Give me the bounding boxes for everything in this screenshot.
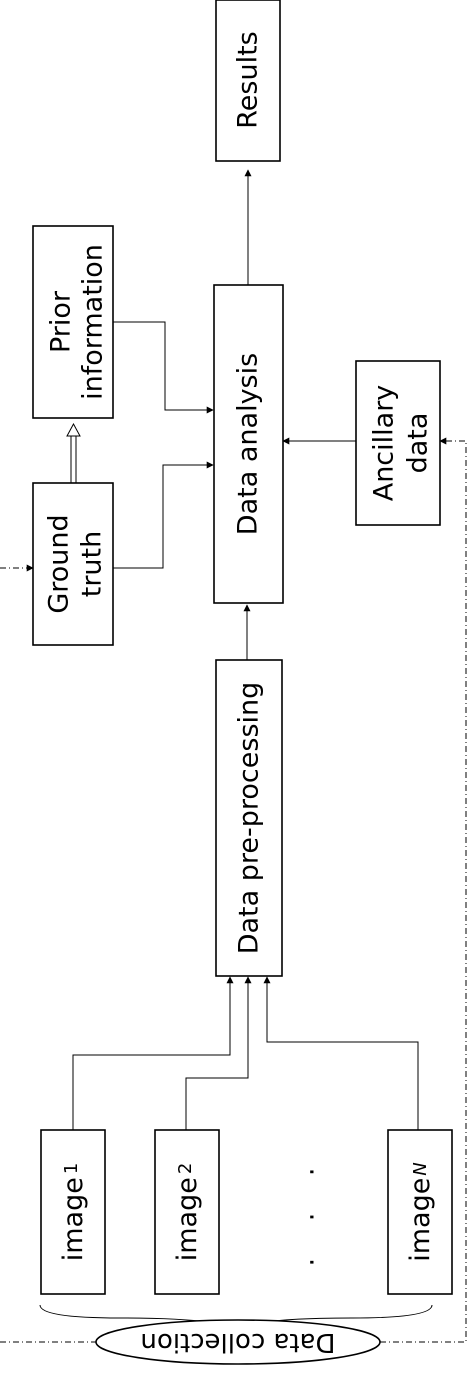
edge-imageN-to-preprocessing bbox=[263, 976, 419, 1130]
edge-prior-to-analysis bbox=[113, 321, 214, 414]
results-label: Results bbox=[233, 31, 264, 129]
imageN-node bbox=[387, 1129, 453, 1295]
prior-information-label-line1: Prior bbox=[46, 290, 77, 353]
ancillary-data-label-line1: Ancillary bbox=[369, 385, 400, 502]
prior-information-node bbox=[32, 225, 114, 419]
data-analysis-label: Data analysis bbox=[233, 353, 264, 535]
image2-node bbox=[154, 1129, 220, 1295]
data-preprocessing-node bbox=[215, 659, 283, 977]
image1-node bbox=[40, 1129, 106, 1295]
edge-image2-to-preprocessing bbox=[185, 976, 252, 1130]
data-collection-label: Data collection bbox=[140, 1327, 335, 1357]
prior-information-label-line2: information bbox=[78, 244, 109, 400]
feedback-line-to-ancillary bbox=[380, 437, 467, 1343]
edge-image1-to-preprocessing bbox=[72, 976, 234, 1130]
image1-label: image1 bbox=[58, 1163, 89, 1262]
image2-label: image2 bbox=[172, 1163, 203, 1262]
ground-truth-node bbox=[32, 482, 114, 646]
edge-groundtruth-to-analysis bbox=[113, 461, 214, 569]
data-collection-node bbox=[95, 1319, 381, 1365]
ground-truth-label-line2: truth bbox=[77, 531, 108, 598]
data-analysis-node bbox=[213, 284, 284, 604]
ancillary-data-node bbox=[355, 360, 441, 526]
data-preprocessing-label: Data pre-processing bbox=[234, 682, 265, 955]
imageN-label: imageN bbox=[405, 1162, 436, 1262]
results-node bbox=[215, 0, 281, 162]
ground-truth-label-line1: Ground bbox=[44, 514, 75, 613]
ancillary-data-label-line2: data bbox=[403, 413, 434, 474]
ellipsis-label: . . . bbox=[290, 1154, 321, 1267]
